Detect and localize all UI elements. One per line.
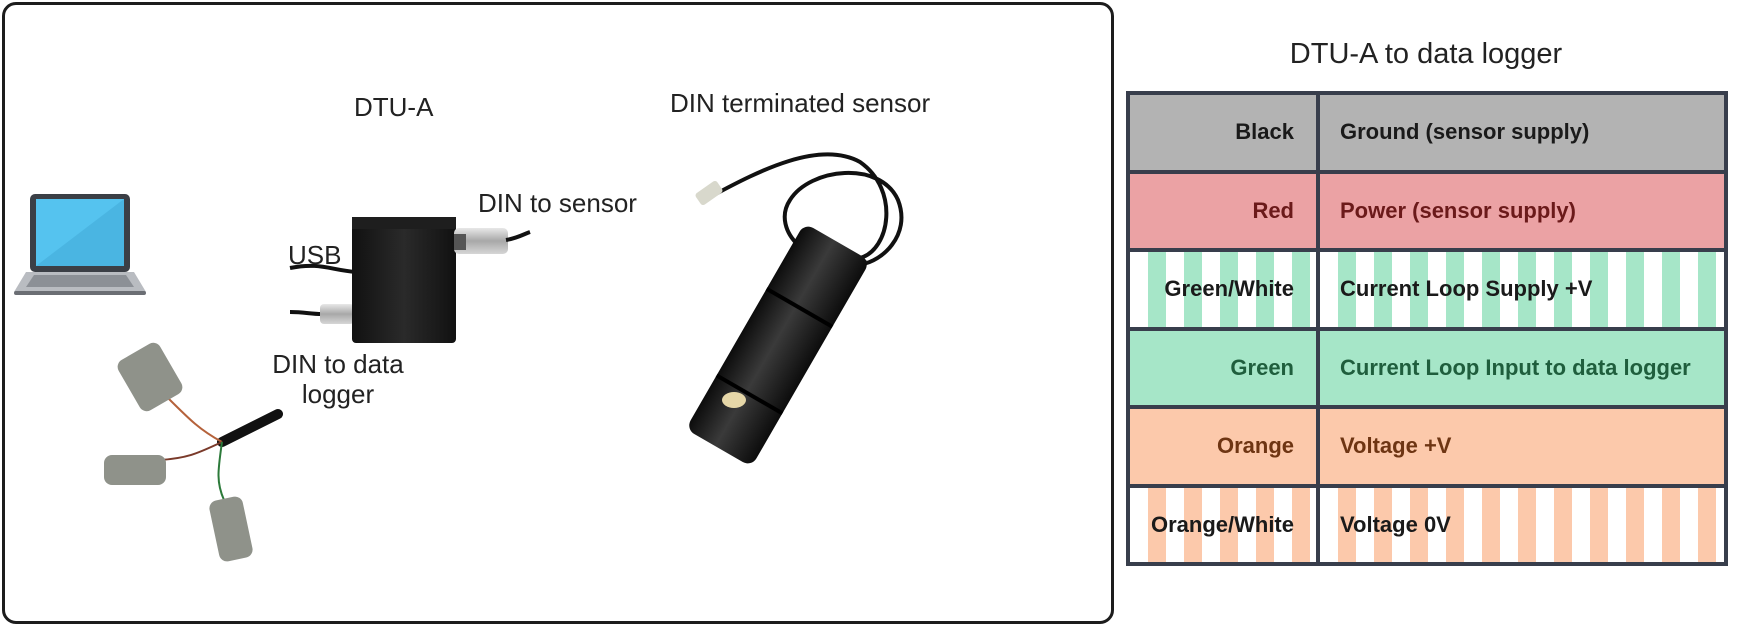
din-to-logger-label: DIN to data logger (270, 349, 406, 409)
din-to-logger-line1: DIN to data (272, 349, 404, 379)
din-to-logger-line2: logger (301, 379, 375, 409)
table-title: DTU-A to data logger (1289, 38, 1563, 70)
wire-function-cell: Ground (sensor supply) (1320, 95, 1724, 170)
wire-function-cell: Voltage +V (1320, 409, 1724, 484)
wire-function-cell: Current Loop Input to data logger (1320, 330, 1724, 405)
wire-color-cell: Red (1130, 173, 1316, 248)
wire-color-cell: Green/White (1130, 252, 1316, 327)
wire-function-cell: Power (sensor supply) (1320, 173, 1724, 248)
din-sensor-icon (689, 152, 904, 464)
logger-cable-icon (104, 342, 283, 562)
wire-function-cell: Current Loop Supply +V (1320, 252, 1724, 327)
wire-function-cell: Voltage 0V (1320, 487, 1724, 562)
dtu-a-box-icon (289, 217, 531, 343)
wire-color-cell: Orange/White (1130, 487, 1316, 562)
sensor-label: DIN terminated sensor (670, 88, 931, 118)
usb-label: USB (288, 240, 342, 270)
laptop-icon (14, 194, 146, 295)
wire-color-cell: Black (1130, 95, 1316, 170)
din-to-sensor-label: DIN to sensor (478, 188, 637, 218)
wire-color-cell: Green (1130, 330, 1316, 405)
dtu-a-label: DTU-A (354, 92, 434, 122)
wire-color-cell: Orange (1130, 409, 1316, 484)
